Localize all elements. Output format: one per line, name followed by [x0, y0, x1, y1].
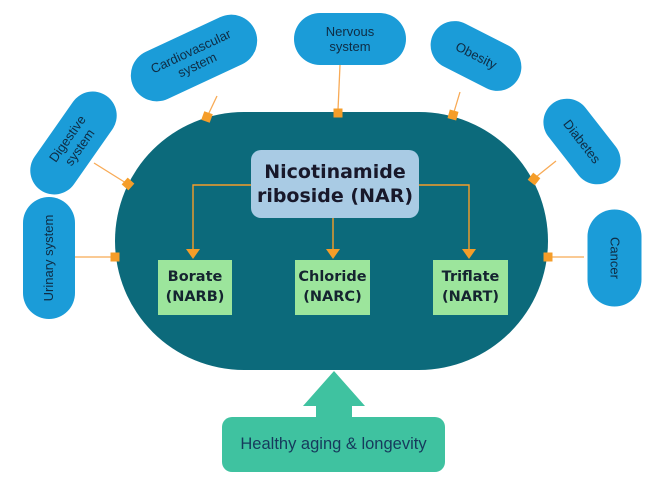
connector-anchor-obesity — [447, 109, 459, 121]
factor-pill-cancer: Cancer — [587, 209, 642, 307]
nar-box: Nicotinamide riboside (NAR) — [251, 150, 419, 218]
up-arrow-icon — [303, 371, 365, 419]
connector-anchor-urinary — [110, 252, 120, 262]
connector-digestive-line — [93, 162, 127, 184]
connector-anchor-cardiovascular — [201, 111, 213, 123]
connector-anchor-digestive — [121, 177, 135, 191]
factor-pill-nervous-system: Nervous system — [294, 13, 406, 65]
pill-label: Urinary system — [41, 214, 57, 302]
salt-box-borate: Borate (NARB) — [158, 260, 232, 315]
arrow-down-icon — [462, 249, 476, 259]
pill-label: Obesity — [453, 39, 500, 73]
connector-anchor-diabetes — [527, 172, 541, 186]
connector-nar-to-triflate — [419, 184, 470, 249]
salt-label: Borate (NARB) — [165, 268, 225, 305]
nar-label: Nicotinamide riboside (NAR) — [256, 160, 414, 207]
salt-label: Triflate (NART) — [441, 268, 500, 305]
connector-anchor-nervous — [333, 108, 343, 118]
connector-diabetes-line — [535, 160, 557, 178]
salt-box-triflate: Triflate (NART) — [433, 260, 508, 315]
healthy-aging-label: Healthy aging & longevity — [240, 435, 427, 453]
salt-label: Chloride (NARC) — [298, 268, 367, 305]
pill-label: Cancer — [607, 237, 623, 279]
arrow-down-icon — [326, 249, 340, 259]
connector-nar-to-borate — [192, 184, 251, 249]
connector-nervous-line — [337, 64, 341, 111]
connector-obesity-line — [453, 91, 461, 113]
arrow-down-icon — [186, 249, 200, 259]
pill-label: Diabetes — [560, 116, 604, 167]
salt-box-chloride: Chloride (NARC) — [295, 260, 370, 315]
healthy-aging-box: Healthy aging & longevity — [222, 417, 445, 472]
connector-cardiovascular-line — [207, 95, 218, 116]
factor-pill-urinary-system: Urinary system — [23, 197, 75, 319]
connector-anchor-cancer — [543, 252, 553, 262]
pill-label: Nervous system — [325, 23, 375, 54]
